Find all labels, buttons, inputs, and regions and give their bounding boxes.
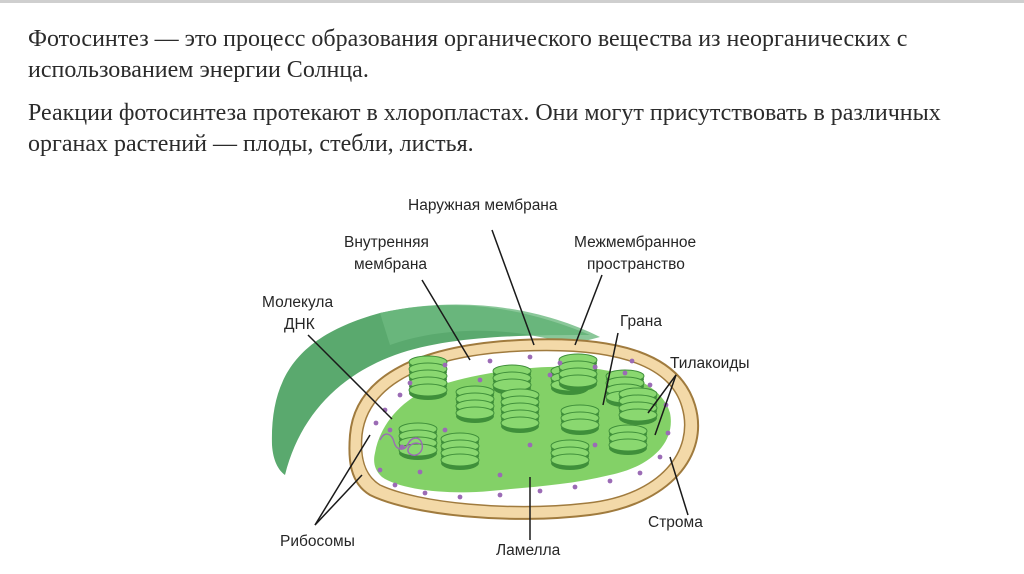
paragraph-definition: Фотосинтез — это процесс образования орг…: [28, 26, 908, 83]
granum: [440, 432, 480, 470]
thylakoid-disc: [500, 416, 540, 430]
chloroplast-back-shade: [380, 304, 600, 345]
ribosome: [572, 484, 578, 490]
leader-dna: [307, 334, 393, 420]
label-inner-membrane-1: Внутренняя: [344, 234, 429, 251]
ribosome: [629, 358, 635, 364]
ribosome: [557, 360, 563, 366]
label-dna-1: Молекула: [262, 294, 333, 311]
top-rule: [0, 0, 1024, 3]
ribosome: [637, 470, 643, 476]
paragraph-location: Реакции фотосинтеза протекают в хлоропла…: [28, 100, 941, 157]
ribosome: [487, 358, 493, 364]
label-inner-membrane-2: мембрана: [354, 256, 427, 273]
ribosome: [477, 377, 483, 383]
label-grana: Грана: [620, 313, 662, 330]
label-thylakoids: Тилакоиды: [670, 355, 750, 372]
ribosome: [497, 492, 503, 498]
granum: [558, 353, 598, 391]
granum: [550, 439, 590, 470]
ribosome: [397, 392, 403, 398]
granum: [408, 355, 448, 400]
leader-intermembrane: [574, 274, 603, 346]
label-outer-membrane: Наружная мембрана: [408, 197, 558, 214]
label-ribosomes: Рибосомы: [280, 533, 355, 550]
ribosome: [373, 420, 379, 426]
label-lamella: Ламелла: [496, 542, 561, 559]
ribosome: [657, 454, 663, 460]
thylakoid-disc: [608, 438, 648, 452]
chloroplast-back-body: [271, 305, 590, 475]
granum: [560, 404, 600, 435]
leader-thylakoids-2: [654, 374, 677, 436]
label-dna-2: ДНК: [284, 316, 315, 333]
thylakoid-disc: [455, 406, 495, 420]
ribosome: [527, 354, 533, 360]
label-intermembrane-1: Межмембранное: [574, 234, 696, 251]
grana-stacks: [398, 353, 658, 470]
chloroplast-diagram: Наружная мембрана Внутренняя мембрана Ме…: [262, 197, 750, 559]
leader-ribosomes-2: [314, 434, 371, 526]
dna-molecule: [379, 433, 424, 456]
leader-ribosomes-1: [314, 474, 363, 526]
ribosome: [537, 488, 543, 494]
granum: [618, 387, 658, 425]
ribosome: [592, 442, 598, 448]
ribosome: [442, 362, 448, 368]
ribosome: [417, 469, 423, 475]
ribosome: [607, 478, 613, 484]
ribosome: [387, 427, 393, 433]
ribosome: [622, 370, 628, 376]
ribosome: [497, 472, 503, 478]
ribosome: [647, 382, 653, 388]
ribosome: [665, 430, 671, 436]
ribosome: [592, 364, 598, 370]
thylakoid-disc: [408, 383, 448, 397]
leader-inner-membrane: [421, 279, 471, 361]
ribosome: [442, 427, 448, 433]
granum: [608, 424, 648, 455]
leader-grana: [602, 332, 619, 406]
ribosome: [407, 380, 413, 386]
ribosome: [457, 494, 463, 500]
granum: [455, 385, 495, 423]
thylakoid-disc: [550, 453, 590, 467]
thylakoid-disc: [560, 418, 600, 432]
label-intermembrane-2: пространство: [587, 256, 685, 273]
ribosome: [377, 467, 383, 473]
ribosome: [527, 442, 533, 448]
leader-stroma: [669, 456, 689, 516]
leader-thylakoids-1: [647, 374, 677, 414]
ribosome: [547, 372, 553, 378]
granum: [500, 388, 540, 433]
label-stroma: Строма: [648, 514, 703, 531]
thylakoid-disc: [618, 408, 658, 422]
thylakoid-disc: [440, 453, 480, 467]
ribosome: [422, 490, 428, 496]
leader-outer-membrane: [491, 229, 535, 346]
ribosome: [392, 482, 398, 488]
thylakoid-disc: [558, 374, 598, 388]
